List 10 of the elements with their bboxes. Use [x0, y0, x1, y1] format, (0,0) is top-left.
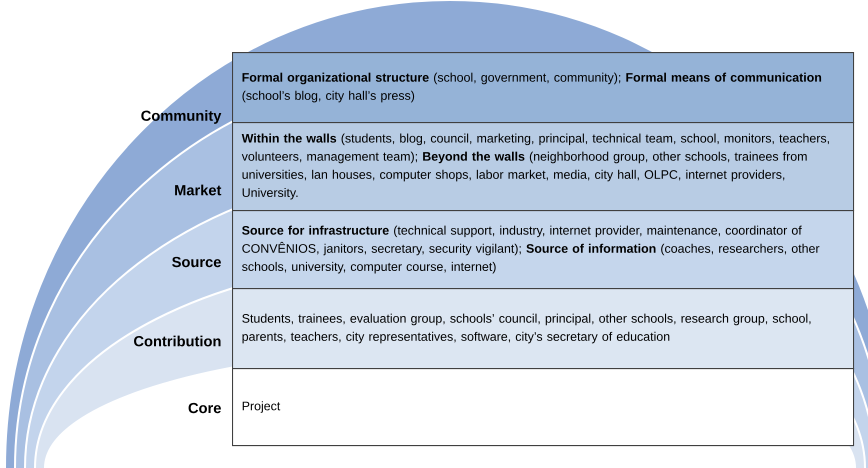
table-row: Formal organizational structure (school, government, community); Formal means of communication (school’s blog, city hall’s press) — [232, 52, 854, 124]
table-row: Source for infrastructure (technical support, industry, internet provider, maintenance, coordinator of CONVÊNIOS, janitors, secretary, security vigilant); Source of information (coaches, researchers, other schools, university, computer course, internet) — [232, 210, 854, 290]
table-row: Project — [232, 368, 854, 446]
table-row: Within the walls (students, blog, council, marketing, principal, technical team, school, monitors, teachers, volunteers, management team); Beyond the walls (neighborhood group, other schools, trainees from universities, lan houses, computer shops, labor market, media, city hall, OLPC, internet providers, University. — [232, 122, 854, 212]
band-label: Source — [172, 256, 221, 268]
band-label: Core — [188, 402, 221, 414]
table-row: Students, trainees, evaluation group, schools’ council, principal, other schools, research group, school, parents, teachers, city representatives, software, city’s secretary of education — [232, 288, 854, 370]
band-label: Market — [175, 184, 222, 196]
band-label: Community — [141, 110, 222, 124]
band-label: Contribution — [134, 336, 220, 346]
